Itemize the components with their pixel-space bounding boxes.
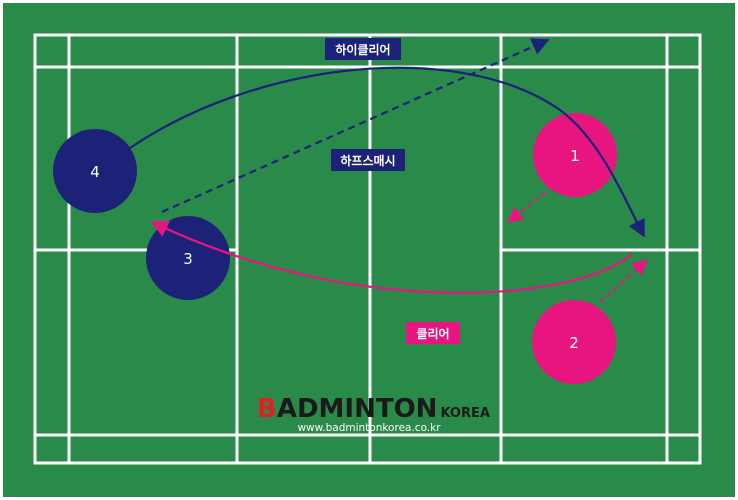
brand-suffix: KOREA <box>440 406 490 421</box>
clear-text: 클리어 <box>416 326 449 341</box>
clear-arrow <box>150 220 633 294</box>
half-smash-arrow <box>161 38 550 214</box>
player-1: 1 <box>533 113 617 197</box>
player-2-move-arrow <box>599 258 649 303</box>
half-smash-label: 하프스매시 <box>331 149 405 171</box>
high-clear-label: 하이클리어 <box>325 38 401 60</box>
high-clear-text: 하이클리어 <box>335 42 390 57</box>
half-smash-text: 하프스매시 <box>340 153 395 168</box>
brand-name: ADMINTON <box>277 394 438 424</box>
player-2-label: 2 <box>569 334 579 352</box>
player-4-label: 4 <box>90 163 100 181</box>
player-2: 2 <box>532 300 616 384</box>
court-lines <box>33 33 702 465</box>
player-1-label: 1 <box>570 147 580 165</box>
player-3: 3 <box>146 216 230 300</box>
brand-url: www.badmintonkorea.co.kr <box>297 422 441 434</box>
clear-label: 클리어 <box>406 322 460 344</box>
high-clear-arrow <box>129 66 645 238</box>
player-4: 4 <box>53 129 137 213</box>
player-1-move-arrow <box>506 191 547 223</box>
brand-initial: B <box>257 394 277 424</box>
player-3-label: 3 <box>183 250 193 268</box>
